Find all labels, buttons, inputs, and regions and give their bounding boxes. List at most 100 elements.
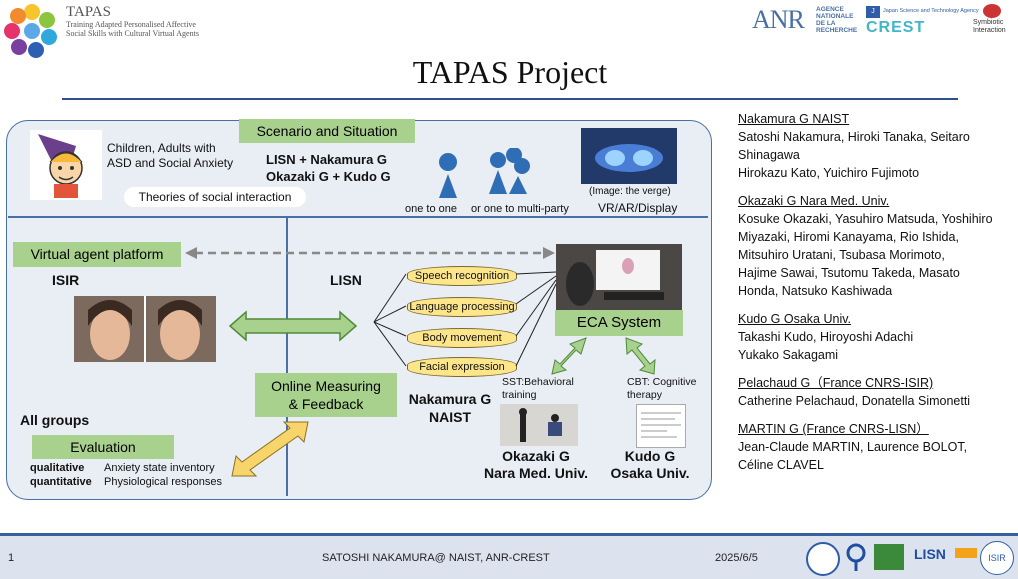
cbt-label-line-1: CBT: Cognitive (627, 376, 697, 388)
eca-system-label: ECA System (555, 310, 683, 336)
anxiety-inventory-label: Anxiety state inventory (104, 462, 215, 474)
kudo-members-line-2: Yukako Sakagami (738, 348, 839, 362)
module-language-processing: Language processing (407, 297, 517, 317)
okazaki-group-label: Okazaki G Nara Med. Univ. (474, 448, 598, 482)
lisn-logo: LISN (914, 546, 946, 562)
group-members-list: Nakamura G NAIST Satoshi Nakamura, Hirok… (738, 110, 1016, 474)
cbt-label: CBT: Cognitive therapy (627, 376, 696, 402)
okazaki-members-line-5: Honda, Natsuko Kashiwada (738, 284, 893, 298)
sst-training-image (500, 404, 578, 446)
diagram-horizontal-divider (8, 216, 708, 218)
nakamura-naist-label: Nakamura G NAIST (400, 390, 500, 426)
vr-label: VR/AR/Display (598, 201, 678, 215)
nakamura-naist-line-1: Nakamura G (408, 391, 492, 407)
symbiotic-line-1: Symbiotic (973, 19, 1004, 26)
okazaki-members-line-2: Miyazaki, Hiromi Kanayama, Rio Ishida, (738, 230, 959, 244)
nakamura-group-title: Nakamura G NAIST (738, 112, 850, 126)
martin-members-line-1: Jean-Claude MARTIN, Laurence BOLOT, (738, 440, 968, 454)
kudo-group-label: Kudo G Osaka Univ. (600, 448, 700, 482)
cbt-document-image (636, 404, 686, 448)
scenario-label: Scenario and Situation (239, 119, 415, 143)
qualitative-label: qualitative (30, 462, 85, 474)
online-measuring-line-2: & Feedback (288, 396, 364, 412)
jst-icon: J (866, 6, 880, 18)
isir-lisn-double-arrow-icon (228, 310, 358, 342)
okazaki-group-line-2: Nara Med. Univ. (484, 465, 588, 481)
one-to-one-label: one to one (405, 203, 457, 215)
evaluation-measures: Anxiety state inventory Physiological re… (104, 461, 222, 489)
okazaki-members-line-4: Hajime Sawai, Tsutomu Takeda, Masato (738, 266, 960, 280)
theories-label: Theories of social interaction (124, 187, 306, 207)
nakamura-members-line-2: Shinagawa (738, 148, 800, 162)
partners-line-2: Okazaki G + Kudo G (266, 169, 391, 184)
child-illustration (30, 130, 102, 200)
anr-agency-line-1: AGENCE (816, 6, 844, 13)
logo-subtitle: Training Adapted Personalised Affective … (66, 20, 199, 38)
module-body-movement: Body movement (407, 328, 517, 348)
agent-faces-image (74, 296, 216, 362)
isir-label: ISIR (52, 272, 80, 288)
target-population-line-1: Children, Adults with (107, 141, 216, 155)
document-icon (641, 412, 681, 438)
symbiotic-line-2: Interaction (973, 27, 1006, 34)
page-number: 1 (8, 552, 15, 564)
module-facial-expression: Facial expression (407, 357, 517, 377)
okazaki-group-title: Okazaki G Nara Med. Univ. (738, 194, 890, 208)
training-scene-icon (500, 404, 578, 446)
physiological-label: Physiological responses (104, 476, 223, 488)
evaluation-type-labels: qualitative quantitative (30, 461, 92, 489)
tapas-flower-icon (4, 4, 57, 58)
osaka-univ-logo-icon (874, 544, 904, 570)
crest-logo: CREST (866, 19, 926, 36)
cbt-label-line-2: therapy (627, 389, 663, 401)
evaluation-double-arrow-icon (231, 421, 309, 477)
virtual-agent-platform-label: Virtual agent platform (13, 242, 181, 267)
pelachaud-members-line-1: Catherine Pelachaud, Donatella Simonetti (738, 394, 971, 408)
sst-label: SST:Behavioral training (502, 376, 574, 402)
footer-date: 2025/6/5 (715, 552, 758, 564)
partners-line-1: LISN + Nakamura G (266, 152, 388, 167)
okazaki-members-line-1: Kosuke Okazaki, Yasuhiro Matsuda, Yoshih… (738, 212, 993, 226)
symbiotic-icon (983, 4, 1001, 18)
anr-logo: ANR (752, 5, 805, 34)
martin-group-title: MARTIN G (France CNRS-LISN） (738, 422, 929, 436)
evaluation-label: Evaluation (32, 435, 174, 459)
dashed-link-arrow-icon (185, 247, 555, 259)
anr-agency-line-3: DE LA (816, 20, 836, 27)
naist-logo-icon (806, 542, 840, 576)
tapas-logo (3, 2, 61, 60)
slide-title: TAPAS Project (412, 54, 608, 90)
eca-system-image (556, 244, 682, 310)
eca-setup-icon (556, 244, 682, 310)
isir-logo: ISIR (980, 541, 1014, 575)
child-face-icon (38, 134, 83, 198)
title-rule (62, 98, 958, 100)
agent-faces-icon (74, 296, 216, 362)
kudo-group-title: Kudo G Osaka Univ. (738, 312, 852, 326)
online-measuring-line-1: Online Measuring (271, 378, 381, 394)
online-measuring-label: Online Measuring & Feedback (255, 373, 397, 417)
sst-label-line-1: SST:Behavioral (502, 376, 574, 388)
footer-bar: 1 SATOSHI NAKAMURA@ NAIST, ANR-CREST 202… (0, 533, 1018, 579)
logo-subtitle-line-1: Training Adapted Personalised Affective (66, 20, 196, 29)
anr-agency-text: AGENCE NATIONALE DE LA RECHERCHE (816, 6, 857, 34)
nakamura-members-line-1: Satoshi Nakamura, Hiroki Tanaka, Seitaro (738, 130, 970, 144)
vr-headset-icon (581, 128, 677, 184)
jst-text: Japan Science and Technology Agency (883, 8, 979, 14)
target-population-line-2: ASD and Social Anxiety (107, 156, 234, 170)
martin-members-line-2: Céline CLAVEL (738, 458, 824, 472)
nakamura-members-line-3: Hirokazu Kato, Yuichiro Fujimoto (738, 166, 920, 180)
lisn-label: LISN (330, 272, 362, 288)
sst-label-line-2: training (502, 389, 537, 401)
partners-text: LISN + Nakamura G Okazaki G + Kudo G (266, 151, 391, 185)
diagram-vertical-divider (286, 217, 288, 496)
kudo-members-line-1: Takashi Kudo, Hiroyoshi Adachi (738, 330, 914, 344)
okazaki-group-line-1: Okazaki G (502, 448, 570, 464)
okazaki-members-line-3: Mitsuhiro Uratani, Tsubasa Morimoto, (738, 248, 945, 262)
symbiotic-text: Symbiotic Interaction (973, 19, 1006, 35)
lisn-stripe-icon (955, 548, 977, 558)
module-speech-recognition: Speech recognition (407, 266, 517, 286)
all-groups-label: All groups (20, 412, 90, 428)
logo-title: TAPAS (66, 4, 111, 20)
logo-subtitle-line-2: Social Skills with Cultural Virtual Agen… (66, 29, 199, 38)
